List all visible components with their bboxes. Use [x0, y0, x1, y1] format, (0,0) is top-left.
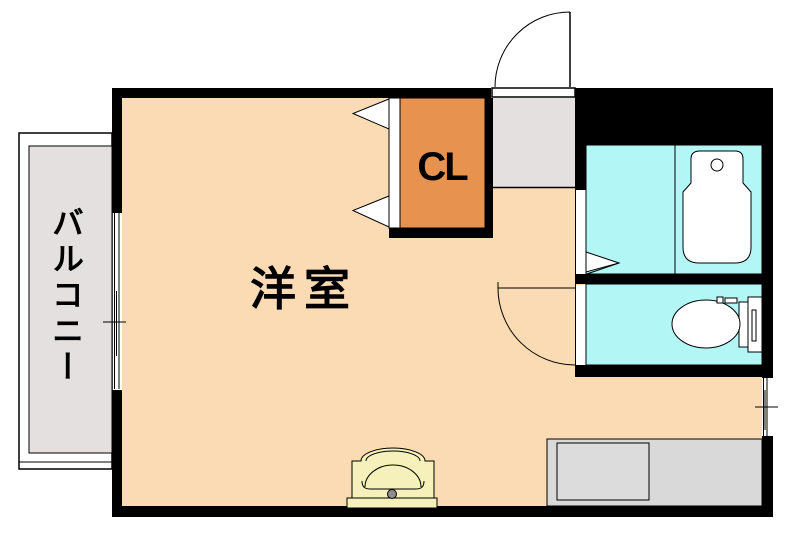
closet [388, 97, 486, 229]
side-window-icon [755, 378, 778, 436]
toilet-icon [671, 296, 763, 353]
entry-floor [493, 98, 575, 189]
balcony-label: バルコニー [48, 206, 84, 386]
closet-label: CL [417, 145, 468, 189]
closet-bifold-door-icon [351, 98, 390, 228]
bathtub-icon [682, 150, 752, 264]
kitchen-counter-icon [546, 438, 763, 507]
entrance-door-icon [491, 11, 576, 98]
main-room-label: 洋室 [250, 263, 358, 315]
bathroom-door-icon [574, 251, 621, 279]
balcony-window-icon [103, 213, 126, 389]
walls [112, 88, 773, 517]
balcony [18, 132, 113, 470]
washbasin-icon [346, 447, 438, 509]
toilet-door-icon [497, 282, 576, 366]
